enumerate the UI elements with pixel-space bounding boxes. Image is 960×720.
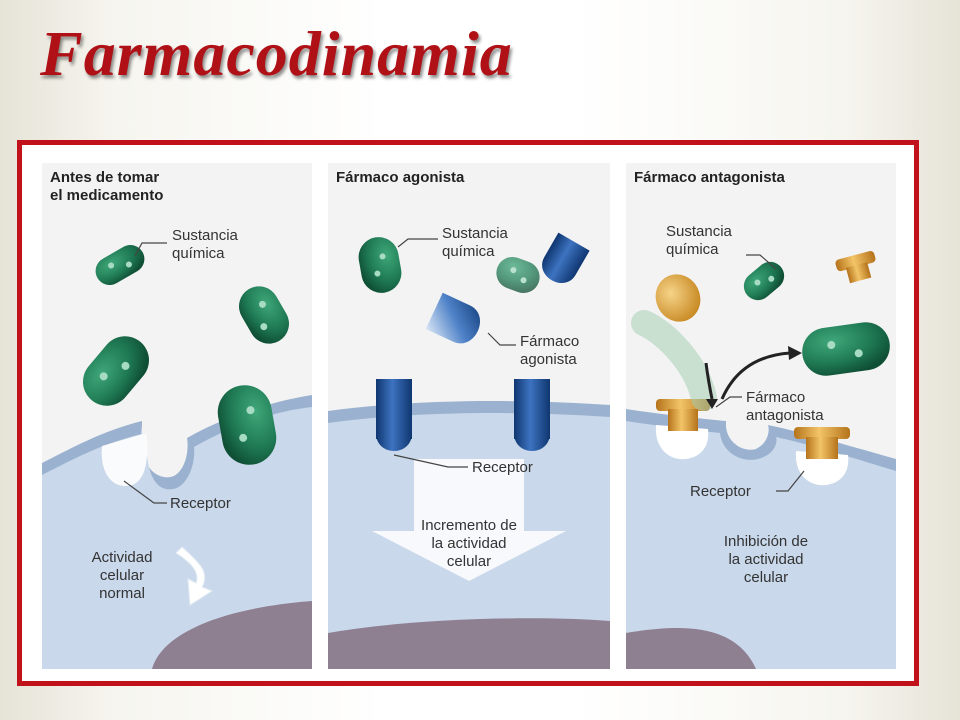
substance-molecule <box>358 237 402 293</box>
substance-molecule <box>496 256 540 294</box>
displacement-arrow-icon <box>704 362 714 400</box>
panel-before-title-line2: el medicamento <box>50 187 164 204</box>
substance-label-line2: química <box>442 243 495 260</box>
drug-label-line1: Fármaco <box>746 389 806 406</box>
cell-nucleus <box>152 601 312 669</box>
cell-nucleus <box>328 618 610 669</box>
receptor-label: Receptor <box>170 495 231 512</box>
activity-label-line3: celular <box>743 569 789 586</box>
activity-label-line2: la actividad <box>728 551 804 568</box>
leader-line <box>123 480 167 504</box>
activity-label-line2: celular <box>99 567 145 584</box>
activity-label-line1: Incremento de <box>421 517 517 534</box>
panel-before-medication: Antes de tomar el medicamento Sustancia … <box>42 163 312 669</box>
antagonist-molecule <box>655 274 701 322</box>
substance-label-line2: química <box>172 245 225 262</box>
agonist-molecule <box>425 292 480 344</box>
activity-arrow-icon <box>175 546 214 606</box>
agonist-molecule <box>542 232 590 283</box>
leader-line <box>397 238 438 248</box>
activity-label-line1: Inhibición de <box>723 533 809 550</box>
receptor-bound-agonist <box>376 379 412 451</box>
diagram-frame: Antes de tomar el medicamento Sustancia … <box>17 140 919 686</box>
substance-label-line1: Sustancia <box>172 227 238 244</box>
leader-line <box>776 470 805 492</box>
panel-before-illustration <box>42 242 312 669</box>
receptor-site <box>101 433 148 486</box>
slide-title: Farmacodinamia <box>40 18 513 89</box>
drug-label-line1: Fármaco <box>520 333 580 350</box>
receptor-label: Receptor <box>690 483 751 500</box>
substance-molecule <box>83 336 149 406</box>
panel-antagonist: Fármaco antagonista Sustancia química Fá… <box>626 163 896 669</box>
leader-line <box>746 254 777 270</box>
substance-label-line1: Sustancia <box>666 223 732 240</box>
substance-molecule <box>95 245 145 285</box>
leader-line <box>134 242 167 257</box>
receptor-site <box>655 425 709 460</box>
receptor-label: Receptor <box>472 459 533 476</box>
rebound-arrow-icon <box>720 351 791 400</box>
panel-agonist: Fármaco agonista Sustancia química Fárma… <box>328 163 610 669</box>
antagonist-molecule <box>835 250 876 284</box>
substance-label-line1: Sustancia <box>442 225 508 242</box>
leader-line <box>715 396 742 408</box>
drug-label-line2: antagonista <box>746 407 824 424</box>
substance-molecule <box>239 286 289 344</box>
panel-agonist-illustration <box>328 232 610 669</box>
substance-label-line2: química <box>666 241 719 258</box>
drug-label-line2: agonista <box>520 351 577 368</box>
motion-trail <box>631 310 717 411</box>
receptor-site <box>795 451 849 486</box>
cell-nucleus <box>626 628 756 669</box>
substance-molecule <box>743 261 785 301</box>
panel-antagonist-illustration <box>626 250 896 669</box>
substance-molecule <box>802 322 890 376</box>
substance-molecule <box>217 385 277 465</box>
panel-agonist-title: Fármaco agonista <box>336 169 465 186</box>
panel-antagonist-title: Fármaco antagonista <box>634 169 785 186</box>
activity-label-line2: la actividad <box>431 535 507 552</box>
increment-arrow-icon <box>372 459 566 581</box>
antagonist-bound-receptor <box>794 427 850 459</box>
panel-before-title-line1: Antes de tomar <box>50 169 160 186</box>
leader-line <box>393 454 468 468</box>
receptor-bound-agonist <box>514 379 550 451</box>
activity-label-line1: Actividad <box>91 549 153 566</box>
leader-line <box>487 332 516 346</box>
activity-label-line3: celular <box>446 553 492 570</box>
activity-label-line3: normal <box>99 585 145 602</box>
